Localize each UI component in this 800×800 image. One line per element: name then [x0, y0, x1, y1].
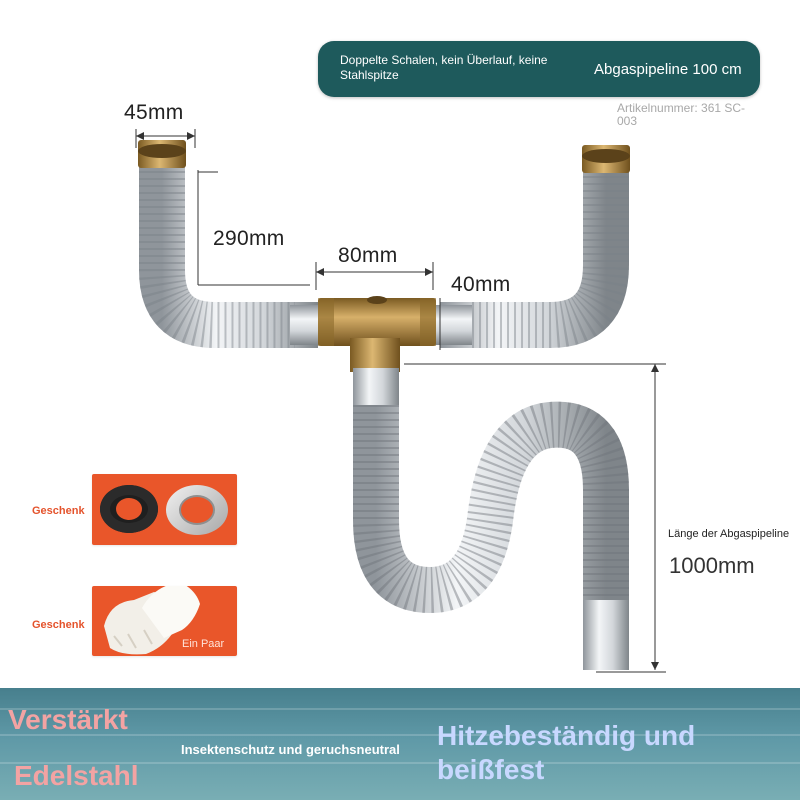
feature-insect-protection: Insektenschutz und geruchsneutral: [181, 742, 400, 757]
length-label: Länge der Abgaspipeline: [668, 528, 790, 540]
feature-heat-resistant: Hitzebeständig und beißfest: [437, 720, 696, 785]
brass-tee-connector: [318, 296, 436, 372]
dimension-80mm: 80mm: [338, 244, 398, 267]
gift-label-2: Geschenk: [32, 619, 85, 631]
bottom-feature-band: Verstärkt Edelstahl Insektenschutz und g…: [0, 688, 800, 800]
gift-card-gloves: Ein Paar: [92, 586, 237, 656]
banner-product-name: Abgaspipeline 100 cm: [594, 61, 742, 78]
banner-features-text: Doppelte Schalen, kein Überlauf, keine S…: [340, 53, 548, 82]
right-inlet-arm: [440, 145, 630, 348]
gloves-icon: [104, 586, 200, 655]
gift-label-1: Geschenk: [32, 505, 85, 517]
left-inlet-arm: [138, 140, 318, 348]
dimension-45mm: 45mm: [124, 101, 184, 124]
product-title-banner: Doppelte Schalen, kein Überlauf, keine S…: [318, 41, 760, 97]
dimension-40mm: 40mm: [451, 273, 511, 296]
rubber-ring-icon: [100, 485, 158, 533]
gift-card-rings: [92, 474, 237, 545]
dimension-lines: [135, 129, 666, 673]
feature-stainless-steel: Edelstahl: [14, 760, 139, 791]
feature-reinforced: Verstärkt: [8, 704, 128, 735]
gift-note: Ein Paar: [182, 638, 225, 650]
length-value: 1000mm: [669, 553, 755, 578]
dimension-290mm: 290mm: [213, 227, 285, 250]
article-number: Artikelnummer: 361 SC-003: [617, 101, 746, 128]
s-trap-drain-hose: [353, 368, 629, 670]
steel-washer-icon: [166, 485, 228, 535]
